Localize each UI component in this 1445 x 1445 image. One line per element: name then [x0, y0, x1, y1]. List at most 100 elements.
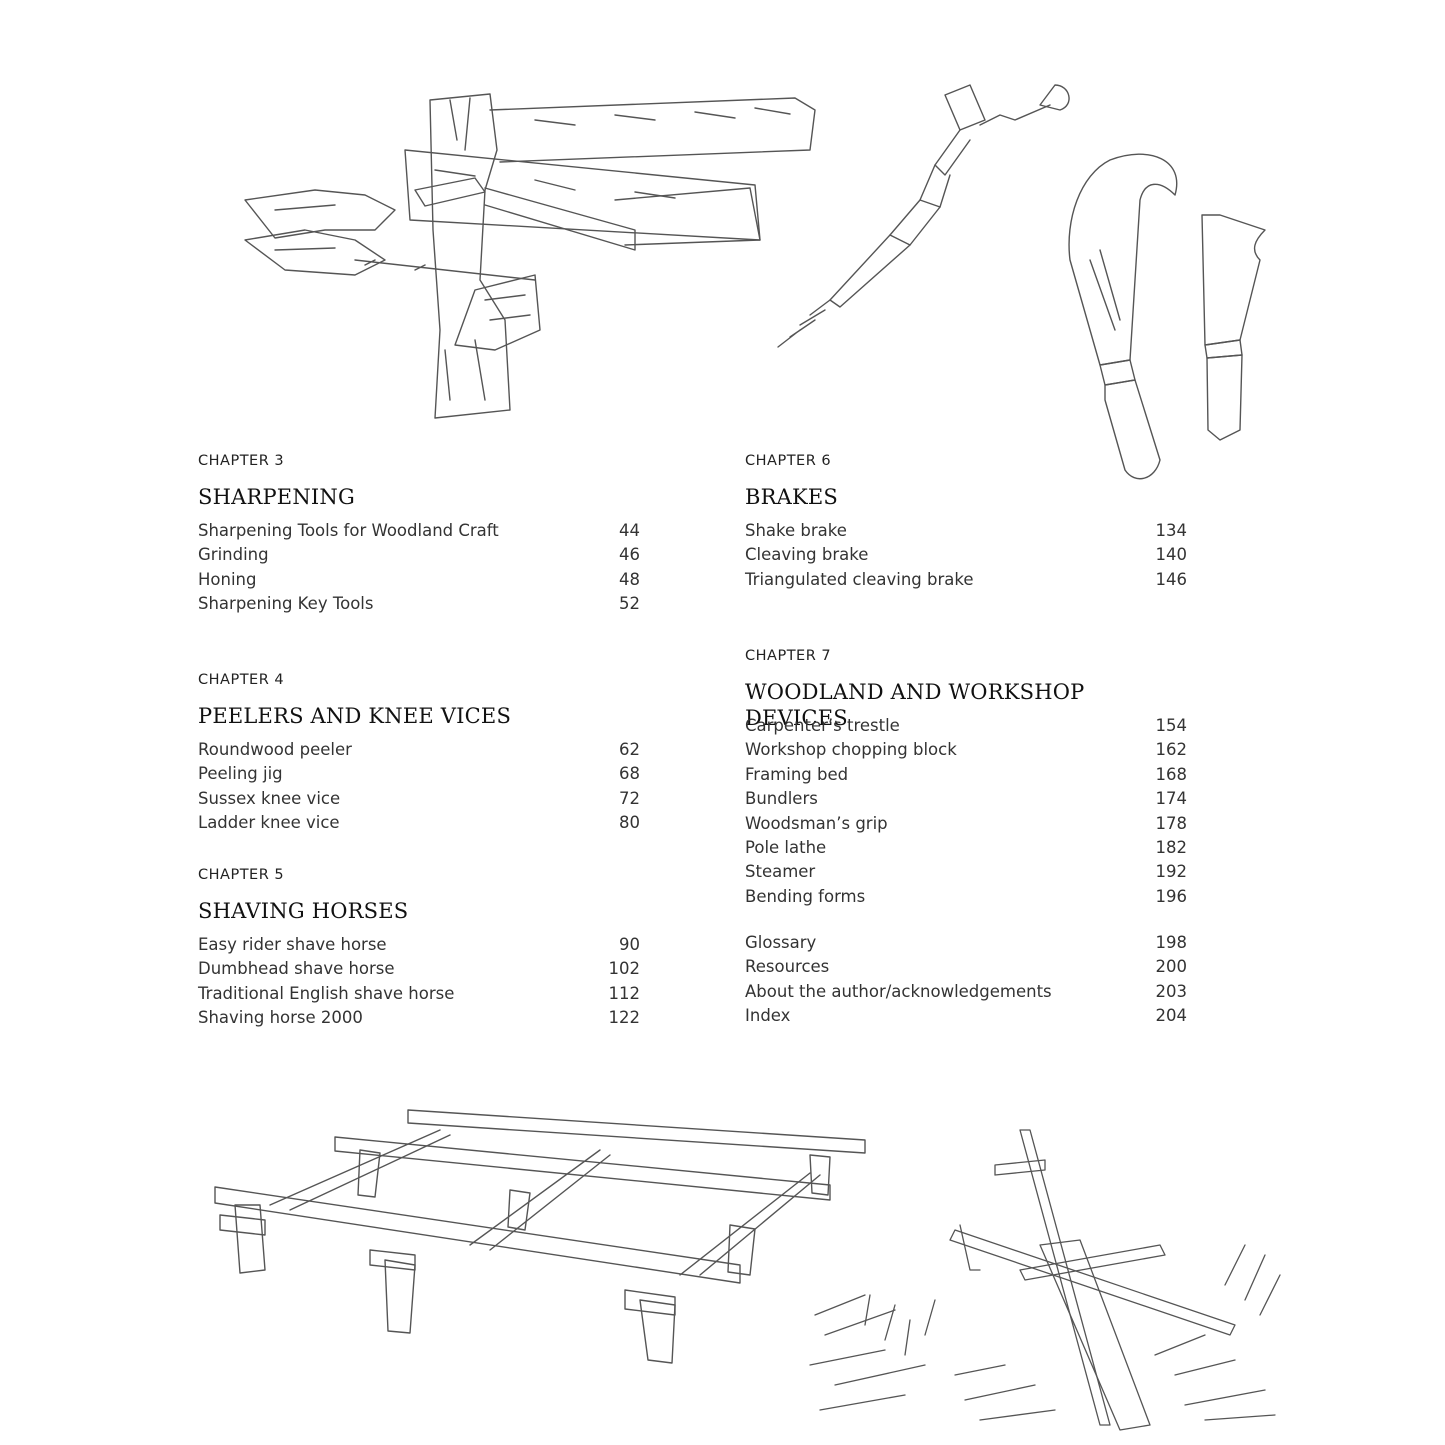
- chapter-title: PEELERS AND KNEE VICES: [198, 704, 512, 728]
- toc-entry[interactable]: Sharpening Key Tools 52: [198, 592, 640, 616]
- entry-page: 46: [619, 545, 640, 565]
- entry-page: 68: [619, 764, 640, 784]
- chapter-title: WOODLAND AND WORKSHOP DEVICES: [745, 680, 1085, 730]
- entry-page: 192: [1155, 862, 1188, 882]
- toc-entry[interactable]: Steamer 192: [745, 860, 1187, 884]
- entry-page: 196: [1155, 886, 1188, 906]
- toc-entry[interactable]: Resources 200: [745, 955, 1187, 979]
- entry-title: Carpenter’s trestle: [745, 716, 900, 735]
- chapter-title: SHAVING HORSES: [198, 899, 409, 923]
- toc-entry[interactable]: Ladder knee vice 80: [198, 811, 640, 835]
- toc-entry[interactable]: Shaving horse 2000 122: [198, 1006, 640, 1030]
- entry-title: Sussex knee vice: [198, 788, 341, 808]
- pole-lathe-illustration: [805, 1125, 1290, 1435]
- entry-title: Cleaving brake: [745, 545, 869, 565]
- entry-title: Index: [745, 1006, 791, 1026]
- entry-title: Ladder knee vice: [198, 813, 340, 833]
- hands-peeling-log-illustration: [235, 80, 825, 425]
- entry-page: 182: [1155, 837, 1188, 857]
- toc-entry[interactable]: Framing bed 168: [745, 763, 1187, 787]
- toc-entry[interactable]: Peeling jig 68: [198, 762, 640, 786]
- entry-page: 200: [1155, 957, 1188, 977]
- chapter-label: CHAPTER 3: [198, 453, 285, 469]
- chapter-label: CHAPTER 6: [745, 453, 832, 469]
- toc-entry[interactable]: Bundlers 174: [745, 787, 1187, 811]
- entry-page: 178: [1155, 813, 1188, 833]
- entry-page: 140: [1155, 545, 1188, 565]
- entry-page: 72: [619, 788, 640, 808]
- entry-page: 204: [1155, 1006, 1188, 1026]
- toc-entry[interactable]: Carpenter’s trestle 154: [745, 714, 1187, 738]
- chapter-label: CHAPTER 4: [198, 672, 285, 688]
- entry-title: Shaving horse 2000: [198, 1008, 363, 1028]
- entry-page: 203: [1155, 981, 1188, 1001]
- toc-entry[interactable]: Woodsman’s grip 178: [745, 812, 1187, 836]
- entry-page: 174: [1155, 789, 1188, 809]
- entry-page: 134: [1155, 521, 1188, 540]
- brace-and-bit-icon: [770, 75, 1080, 355]
- toc-entry[interactable]: Easy rider shave horse 90: [198, 933, 640, 957]
- entry-page: 62: [619, 740, 640, 759]
- toc-entry[interactable]: Pole lathe 182: [745, 836, 1187, 860]
- framing-bed-illustration: [210, 1105, 875, 1370]
- entry-page: 122: [608, 1008, 641, 1028]
- entry-title: Steamer: [745, 862, 816, 882]
- entry-title: Woodsman’s grip: [745, 813, 888, 833]
- toc-entry[interactable]: Workshop chopping block 162: [745, 738, 1187, 762]
- entry-page: 52: [619, 594, 640, 614]
- toc-entry[interactable]: Roundwood peeler 62: [198, 738, 640, 762]
- entry-title: Roundwood peeler: [198, 740, 352, 759]
- entry-title: Dumbhead shave horse: [198, 959, 395, 979]
- billhook-icon: [1060, 150, 1280, 490]
- entry-title: Workshop chopping block: [745, 740, 957, 760]
- entry-title: Glossary: [745, 933, 817, 952]
- toc-entry[interactable]: Sussex knee vice 72: [198, 787, 640, 811]
- entry-title: Triangulated cleaving brake: [745, 569, 974, 589]
- chapter-label: CHAPTER 7: [745, 648, 832, 664]
- entry-title: Framing bed: [745, 764, 849, 784]
- chapter-5-section: CHAPTER 5 SHAVING HORSES Easy rider shav…: [198, 866, 640, 1031]
- entry-title: Bending forms: [745, 886, 866, 906]
- chapter-4-section: CHAPTER 4 PEELERS AND KNEE VICES Roundwo…: [198, 671, 640, 836]
- entry-page: 90: [619, 935, 640, 954]
- entry-page: 146: [1155, 569, 1188, 589]
- toc-entry[interactable]: Honing 48: [198, 568, 640, 592]
- toc-entry[interactable]: About the author/acknowledgements 203: [745, 980, 1187, 1004]
- toc-entry[interactable]: Cleaving brake 140: [745, 543, 1187, 567]
- entry-page: 162: [1155, 740, 1188, 760]
- entry-title: Sharpening Tools for Woodland Craft: [198, 521, 499, 540]
- entry-title: Bundlers: [745, 789, 818, 809]
- chapter-6-section: CHAPTER 6 BRAKES Shake brake 134 Cleaving…: [745, 452, 1187, 592]
- entry-title: Grinding: [198, 545, 269, 565]
- chapter-3-section: CHAPTER 3 SHARPENING Sharpening Tools fo…: [198, 452, 640, 617]
- entry-page: 48: [619, 569, 640, 589]
- entry-title: Resources: [745, 957, 830, 977]
- toc-entry[interactable]: Triangulated cleaving brake 146: [745, 568, 1187, 592]
- entry-title: Sharpening Key Tools: [198, 594, 374, 614]
- entry-title: Shake brake: [745, 521, 847, 540]
- entry-title: Pole lathe: [745, 837, 827, 857]
- entry-page: 112: [608, 983, 641, 1003]
- toc-entry[interactable]: Grinding 46: [198, 543, 640, 567]
- entry-title: About the author/acknowledgements: [745, 981, 1052, 1001]
- entry-title: Easy rider shave horse: [198, 935, 387, 954]
- chapter-label: CHAPTER 5: [198, 867, 285, 883]
- toc-entry[interactable]: Traditional English shave horse 112: [198, 982, 640, 1006]
- entry-title: Peeling jig: [198, 764, 283, 784]
- entry-page: 80: [619, 813, 640, 833]
- entry-page: 44: [619, 521, 640, 540]
- entry-title: Traditional English shave horse: [198, 983, 455, 1003]
- entry-page: 154: [1155, 716, 1188, 735]
- chapter-title: BRAKES: [745, 485, 839, 509]
- toc-entry[interactable]: Sharpening Tools for Woodland Craft 44: [198, 519, 640, 543]
- chapter-title: SHARPENING: [198, 485, 355, 509]
- toc-entry[interactable]: Dumbhead shave horse 102: [198, 957, 640, 981]
- entry-title: Honing: [198, 569, 257, 589]
- entry-page: 168: [1155, 764, 1188, 784]
- toc-entry[interactable]: Bending forms 196: [745, 885, 1187, 909]
- toc-entry[interactable]: Index 204: [745, 1004, 1187, 1028]
- entry-page: 102: [608, 959, 641, 979]
- toc-entry[interactable]: Shake brake 134: [745, 519, 1187, 543]
